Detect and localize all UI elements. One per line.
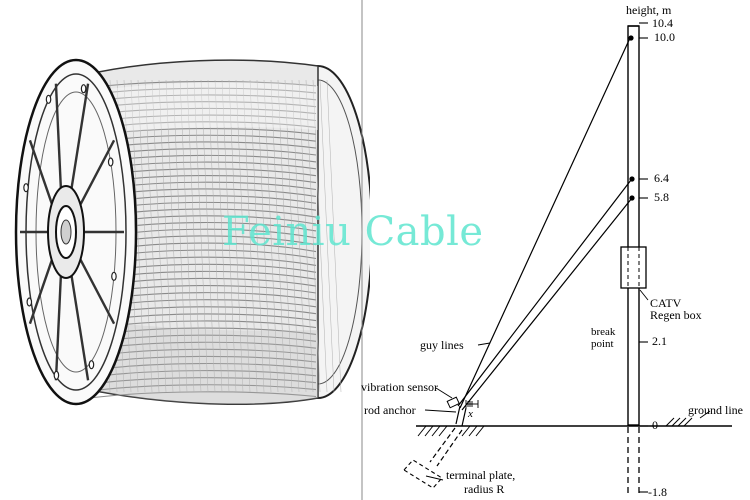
reel-spoke: [69, 83, 90, 193]
height-neg-1-8: -1.8: [648, 485, 667, 499]
break-point-line2: point: [591, 338, 614, 350]
reel-twist-line: [144, 79, 160, 393]
reel-spoke: [28, 139, 55, 208]
reel-bolt-hole: [88, 360, 95, 370]
vibration-sensor-label: vibration sensor: [361, 380, 438, 394]
axis-title: height, m: [626, 3, 672, 17]
rod-anchor: [429, 405, 467, 467]
terminal-plate-label-line1: terminal plate,: [446, 468, 516, 482]
ground-line-label: ground line: [688, 403, 743, 417]
height-10-0: 10.0: [654, 30, 675, 44]
reel-bolt-hole: [45, 94, 52, 104]
reel-twist-line: [235, 79, 251, 393]
attach-point-10-0: [628, 35, 634, 41]
reel-twist-line: [256, 79, 272, 393]
x-dimension-label: x: [468, 408, 473, 420]
guy-lines: [457, 37, 633, 411]
terminal-plate-label-line2: radius R: [464, 482, 505, 496]
terminal-plate: [403, 459, 443, 489]
reel-twist-line: [291, 79, 307, 393]
catv-label-line2: Regen box: [650, 308, 702, 322]
reel-spoke: [77, 256, 116, 325]
height-6-4: 6.4: [654, 171, 669, 185]
reel-bolt-hole: [23, 183, 29, 193]
reel-twist-line: [130, 79, 146, 393]
guy-lines-label: guy lines: [420, 338, 464, 352]
rod-anchor-label: rod anchor: [364, 403, 416, 417]
x-dimension: [465, 400, 479, 408]
reel-bolt-hole: [80, 84, 87, 94]
cable-reel-drawing: [14, 58, 370, 406]
reel-strand: [85, 391, 317, 400]
reel-twist-line: [326, 79, 342, 393]
attach-point-6-4: [629, 176, 635, 182]
reel-twist-line: [137, 79, 153, 393]
reel-twist-line: [319, 79, 335, 393]
reel-spoke: [77, 139, 116, 208]
reel-twist-line: [151, 79, 167, 393]
reel-twist-line: [305, 79, 321, 393]
reel-twist-line: [228, 79, 244, 393]
reel-twist-line: [214, 79, 230, 393]
reel-spoke: [28, 256, 55, 325]
height-10-4: 10.4: [652, 16, 673, 30]
reel-bolt-hole: [26, 297, 33, 307]
reel-bolt-hole: [111, 271, 117, 281]
reel-spoke: [69, 271, 90, 381]
height-ticks: [639, 22, 648, 493]
reel-strand: [85, 384, 317, 393]
ground-hatch: [417, 417, 693, 437]
reel-twist-line: [270, 79, 286, 393]
reel-twist-line: [193, 79, 209, 393]
vibration-sensor: [446, 396, 460, 409]
reel-twist-line: [207, 79, 223, 393]
reel-twist-line: [284, 79, 300, 393]
reel-twist-line: [277, 79, 293, 393]
reel-bolt-hole: [107, 157, 114, 167]
reel-twist-line: [179, 79, 195, 393]
reel-twist-line: [165, 79, 181, 393]
reel-twist-line: [242, 79, 258, 393]
reel-twist-line: [221, 79, 237, 393]
reel-twist-line: [158, 79, 174, 393]
height-5-8: 5.8: [654, 190, 669, 204]
height-0: 0: [652, 418, 658, 432]
break-point-line1: break: [591, 326, 616, 338]
reel-twist-line: [298, 79, 314, 393]
pole: [627, 25, 640, 426]
reel-twist-line: [200, 79, 216, 393]
catv-label-line1: CATV: [650, 296, 682, 310]
attach-point-5-8: [629, 195, 635, 201]
label-leaders: [424, 289, 711, 481]
reel-twist-line: [263, 79, 279, 393]
reel-twist-line: [172, 79, 188, 393]
reel-spoke: [54, 271, 63, 381]
height-2-1: 2.1: [652, 334, 667, 348]
pole-underground: [627, 427, 640, 494]
reel-bolt-hole: [53, 370, 60, 380]
reel-twist-line: [312, 79, 328, 393]
reel-spoke: [54, 83, 63, 193]
reel-twist-line: [249, 79, 265, 393]
reel-twist-line: [186, 79, 202, 393]
reel-strand: [85, 81, 317, 89]
catv-regen-box: [620, 246, 647, 289]
watermark-text: Feiniu Cable: [222, 209, 484, 255]
